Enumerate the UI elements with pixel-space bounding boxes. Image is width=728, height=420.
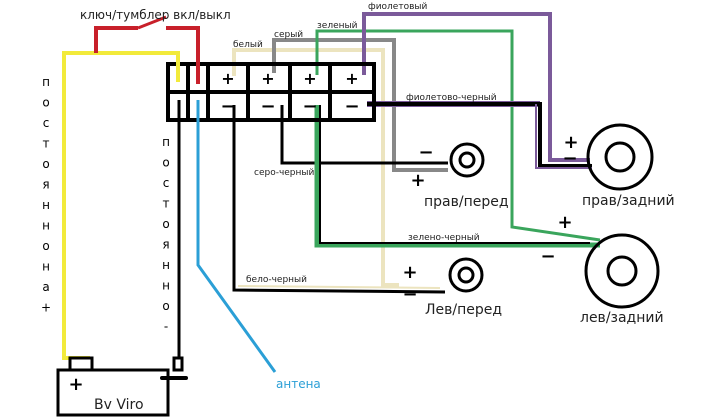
connector-plus-sign: + (303, 69, 316, 88)
polarity-plus-marker: + (402, 262, 417, 283)
vertical-char-plus: с (43, 116, 50, 130)
vertical-char-minus: о (162, 156, 169, 170)
polarity-plus-marker: + (410, 170, 425, 191)
speaker-rear-right (586, 123, 654, 191)
wire-red-2 (166, 26, 200, 78)
switch-lever (137, 15, 167, 30)
polarity-minus-marker: − (418, 142, 433, 163)
vertical-char-plus: о (42, 239, 49, 253)
connector-plus-sign: + (261, 69, 274, 88)
connector-minus-sign: − (220, 96, 235, 117)
speaker-front-right (449, 142, 485, 178)
polarity-plus-marker: + (68, 374, 83, 395)
vertical-char-plus: п (42, 75, 50, 89)
polarity-plus-marker: + (557, 212, 572, 233)
vertical-char-plus: я (42, 178, 49, 192)
wire-label-green: зеленый (317, 21, 358, 31)
vertical-char-plus: т (43, 137, 50, 151)
vertical-char-minus: с (163, 176, 170, 190)
wire-gray (272, 38, 448, 172)
connector-block (166, 62, 376, 122)
connector-plus-sign: + (221, 69, 234, 88)
vertical-char-plus: + (41, 301, 51, 315)
polarity-minus-marker: − (540, 246, 555, 267)
connector-minus-sign: − (302, 96, 317, 117)
wire-blue-antenna (196, 103, 277, 373)
wire-green (315, 29, 601, 242)
wire-purple (362, 12, 590, 162)
wire-purple-black (367, 102, 592, 168)
wire-label-white-black: бело-черный (246, 275, 307, 285)
wire-green-black (319, 105, 590, 244)
wire-purple-black-edge (535, 104, 592, 169)
vertical-char-minus: н (162, 279, 170, 293)
vertical-char-plus: а (42, 280, 49, 294)
wire-red (94, 26, 138, 53)
speaker-front-left (448, 257, 484, 293)
vertical-char-plus: н (42, 219, 50, 233)
vertical-char-minus: - (164, 320, 168, 334)
vertical-char-plus: о (42, 157, 49, 171)
battery-label: Bv Viro (94, 397, 144, 413)
wire-yellow (62, 51, 180, 360)
vertical-char-plus: н (42, 198, 50, 212)
vertical-char-minus: о (162, 299, 169, 313)
ignition-label: ключ/тумблер вкл/выкл (80, 8, 231, 22)
wire-label-white: белый (233, 40, 263, 50)
vertical-char-minus: я (162, 238, 169, 252)
wire-label-purple: фиолетовый (368, 2, 427, 12)
wire-label-purple-black: фиолетово-черный (406, 93, 497, 103)
wire-white (232, 48, 399, 287)
wire-green-black-stripe (314, 105, 600, 248)
wire-gray-black (280, 105, 448, 165)
wire-label-green-black: зелено-черный (408, 233, 480, 243)
speaker-rear-left (584, 233, 660, 309)
vertical-char-minus: н (162, 258, 170, 272)
polarity-minus-marker: − (562, 148, 577, 169)
wire-white-black-stripe (237, 285, 441, 289)
speaker-label-front-left: Лев/перед (425, 302, 502, 318)
connector-minus-sign: − (344, 96, 359, 117)
wire-label-gray-black: серо-черный (254, 168, 315, 178)
wire-white-black (232, 105, 446, 294)
connector-plus-sign: + (345, 69, 358, 88)
speaker-label-rear-left: лев/задний (580, 310, 664, 326)
speaker-label-rear-right: прав/задний (582, 193, 675, 209)
polarity-minus-marker: − (402, 284, 417, 305)
connector-signs: + + + + − − − − (220, 69, 359, 117)
battery (56, 356, 188, 417)
vertical-char-plus: н (42, 260, 50, 274)
polarity-plus-marker: + (563, 132, 578, 153)
polarity-markers: −++−+−+−+ (68, 132, 578, 395)
wire-label-gray: серый (274, 30, 303, 40)
vertical-char-minus: о (162, 217, 169, 231)
antenna-label: антена (276, 377, 321, 391)
speaker-label-front-right: прав/перед (424, 194, 509, 210)
vertical-char-minus: т (163, 197, 170, 211)
vertical-char-plus: о (42, 96, 49, 110)
vertical-char-minus: п (162, 135, 170, 149)
connector-minus-sign: − (260, 96, 275, 117)
